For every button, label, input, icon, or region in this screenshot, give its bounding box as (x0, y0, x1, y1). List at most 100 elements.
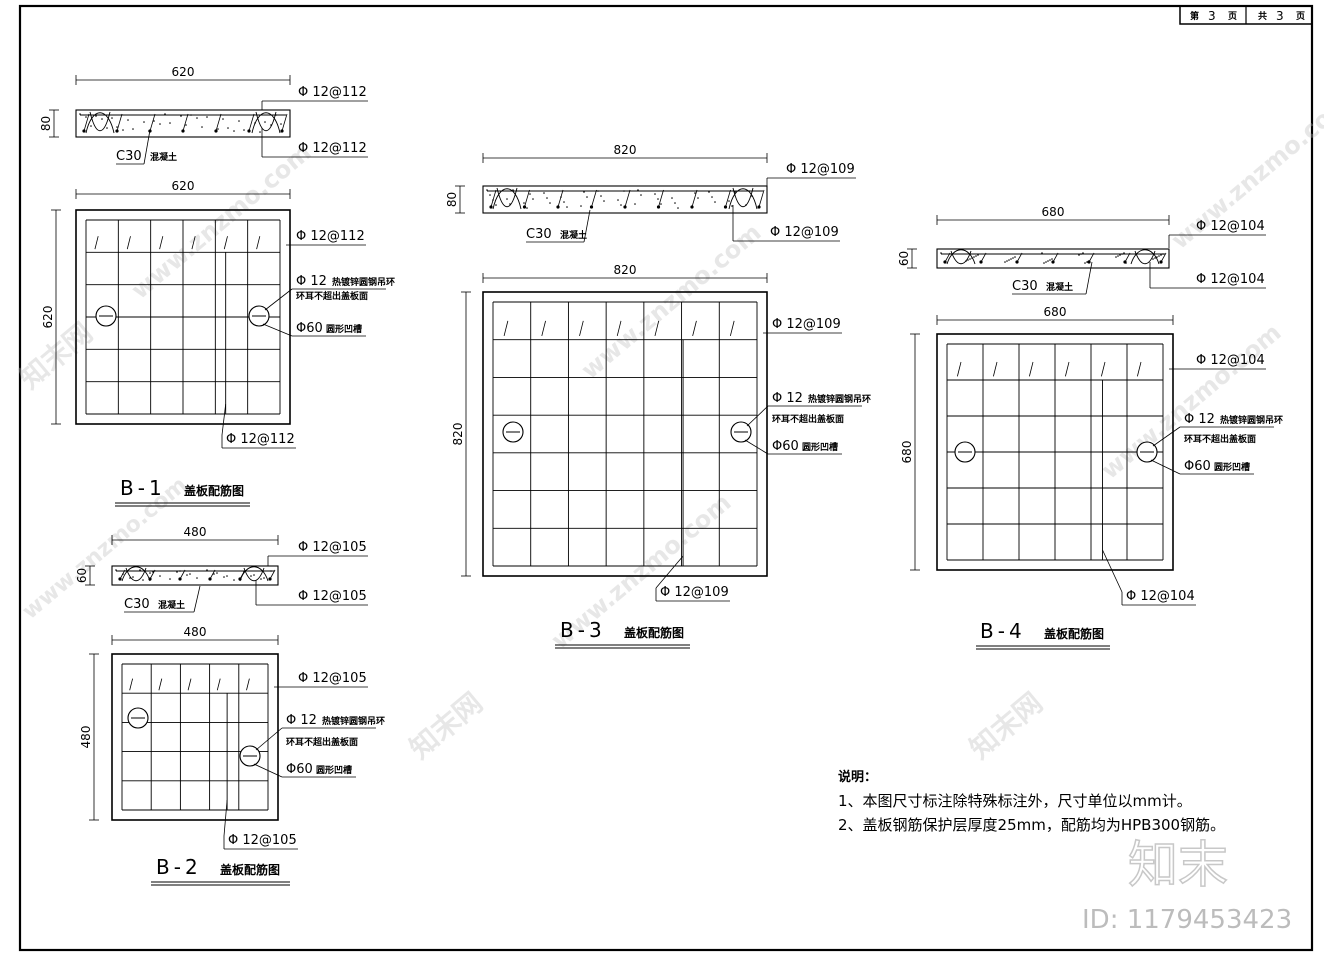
sheet-prefix: 第 (1190, 10, 1199, 22)
plan-rebar-v-label: Φ 12@104 (1126, 589, 1195, 604)
concrete-aggregate (637, 189, 639, 191)
section-stirrup (591, 189, 597, 208)
leader-line (255, 727, 283, 751)
dimension-label: 480 (184, 625, 207, 639)
concrete-aggregate (657, 198, 659, 200)
concrete-aggregate (977, 254, 979, 256)
section-stirrup (1088, 252, 1095, 263)
plan-rebar-h-label: Φ 12@104 (1196, 353, 1265, 368)
total-unit: 页 (1296, 11, 1305, 22)
concrete-aggregate (111, 117, 113, 119)
concrete-aggregate (90, 125, 92, 127)
plan-rebar-v-label: Φ 12@105 (228, 833, 297, 848)
concrete-aggregate (495, 204, 497, 206)
leader-line (221, 403, 227, 436)
section-lifting-loop (950, 250, 972, 265)
concrete-aggregate (223, 576, 225, 578)
concrete-aggregate (617, 199, 619, 201)
hook-desc-label: 热镀锌圆钢吊环 (1220, 414, 1283, 426)
watermark-cn: 知末网 (403, 686, 489, 765)
leader-line (1102, 549, 1123, 593)
concrete-aggregate (122, 129, 124, 131)
horizontal-dimension: 620 (75, 179, 291, 199)
dimension-label: 680 (1044, 305, 1067, 319)
sheet-border (18, 4, 1314, 952)
concrete-aggregate (264, 121, 266, 123)
section-stirrup (524, 189, 530, 208)
concrete-aggregate (1014, 256, 1016, 258)
section-lifting-loop (243, 567, 265, 582)
leader-line (1085, 261, 1093, 295)
plan-outline (482, 291, 768, 577)
section-stirrup (119, 569, 126, 580)
section-outline (75, 109, 291, 138)
plan-hook (993, 361, 998, 377)
concrete-aggregate (1115, 256, 1117, 258)
hook-note-label: 环耳不超出盖板面 (772, 413, 844, 425)
leader-line (193, 585, 201, 613)
concrete-aggregate (1152, 258, 1154, 260)
concrete-aggregate (714, 201, 716, 203)
concrete-aggregate (159, 123, 161, 125)
concrete-aggregate (185, 124, 187, 126)
plan-hook (216, 678, 221, 691)
leader-line (655, 555, 684, 589)
concrete-aggregate (969, 258, 971, 260)
brand-logo: 知末 (1128, 836, 1228, 894)
concrete-aggregate (1086, 261, 1088, 263)
section-stirrup (179, 569, 186, 580)
concrete-aggregate (1049, 259, 1051, 261)
concrete-aggregate (196, 577, 198, 579)
dimension-label: 820 (451, 423, 465, 446)
concrete-aggregate (132, 128, 134, 130)
vertical-dimension: 820 (451, 291, 471, 577)
total-number: 3 (1276, 9, 1284, 23)
section-stirrup (116, 113, 123, 132)
concrete-aggregate (640, 194, 642, 196)
horizontal-dimension: 480 (111, 625, 279, 645)
leader-line (264, 288, 293, 311)
plan-hook (579, 320, 584, 337)
groove-size-label: Φ60 (286, 762, 313, 777)
section-rebar-top-label: Φ 12@104 (1196, 219, 1265, 234)
concrete-aggregate (543, 192, 545, 194)
concrete-suffix-label: 混凝土 (158, 599, 185, 611)
section-lifting-loop (239, 566, 269, 582)
vertical-dimension: 80 (445, 185, 465, 214)
section-lifting-loop (125, 567, 147, 582)
dimension-label: 680 (900, 441, 914, 464)
concrete-aggregate (603, 200, 605, 202)
vertical-dimension: 680 (900, 333, 920, 571)
concrete-aggregate (566, 206, 568, 208)
sheet-number: 3 (1208, 9, 1216, 23)
hook-bar-label: Φ 12 (296, 274, 327, 289)
plan-outline (111, 653, 279, 821)
section-lifting-loop (121, 566, 151, 582)
section-stirrup (944, 252, 951, 263)
plan-hook (1137, 361, 1142, 377)
plan-rebar-v-label: Φ 12@112 (226, 432, 295, 447)
horizontal-dimension: 620 (75, 65, 291, 85)
concrete-aggregate (620, 204, 622, 206)
plan-hook (158, 678, 163, 691)
plan-hook (1101, 361, 1106, 377)
concrete-aggregate (1047, 260, 1049, 262)
hook-desc-label: 热镀锌圆钢吊环 (322, 715, 385, 727)
leader-line (1152, 426, 1181, 447)
concrete-aggregate (1010, 258, 1012, 260)
concrete-aggregate (677, 207, 679, 209)
dimension-label: 480 (79, 726, 93, 749)
concrete-aggregate (1004, 261, 1006, 263)
hook-note-label: 环耳不超出盖板面 (286, 736, 358, 748)
concrete-aggregate (85, 116, 87, 118)
concrete-aggregate (176, 571, 178, 573)
concrete-aggregate (222, 118, 224, 120)
